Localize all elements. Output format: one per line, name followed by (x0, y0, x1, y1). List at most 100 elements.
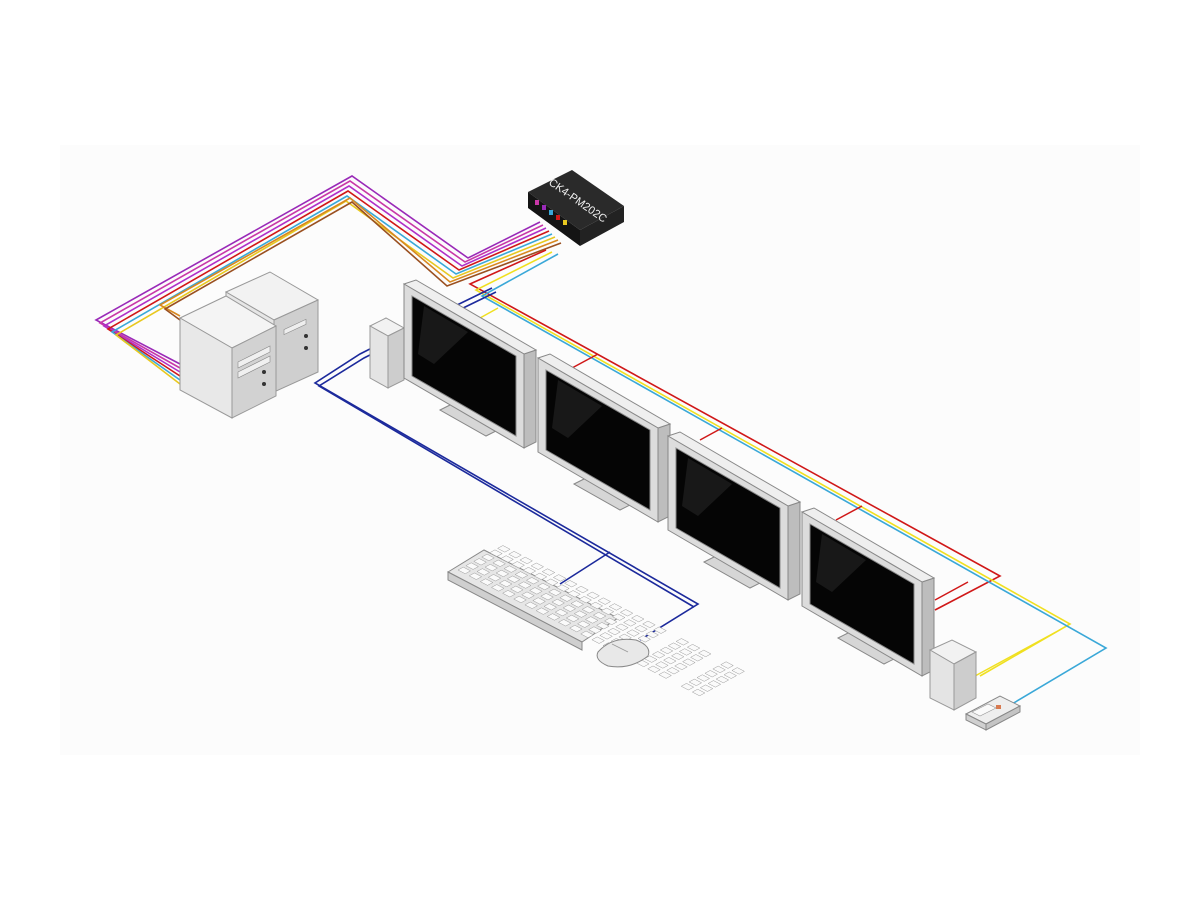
keyboard-key (623, 619, 637, 627)
keyboard-key (573, 610, 588, 618)
tower1-drive-bay-2 (237, 355, 271, 379)
keyboard-key (548, 588, 562, 596)
keyboard-key (586, 591, 600, 599)
keyboard-key (524, 601, 538, 609)
monitor-1 (402, 279, 538, 449)
mouse-body (596, 638, 650, 668)
monitor-screen-glare (552, 380, 602, 438)
connector-speaker-yellow (974, 631, 1057, 677)
kvm-switch-box: CK4-PM202C (528, 170, 624, 246)
computer-tower-1 (178, 295, 278, 419)
keyboard-key (580, 630, 594, 638)
keyboard-key (484, 564, 499, 572)
keyboard-key (533, 572, 548, 581)
monitor-connectors (571, 353, 969, 601)
keyboard-key (670, 652, 685, 660)
keyboard-key (489, 549, 503, 557)
keyboard-key (500, 555, 514, 563)
usb-hub-slot (971, 703, 997, 717)
connector-m2 (571, 353, 599, 369)
cable-cyan-1 (110, 195, 553, 381)
keyboard-key (715, 675, 730, 684)
monitor-screen (809, 523, 915, 665)
keyboard-key (731, 667, 745, 675)
keyboard-key (707, 680, 722, 688)
keyboard-key (659, 646, 674, 655)
keyboard-front (447, 571, 583, 651)
tower2-led (304, 346, 308, 350)
keyboard-key (481, 553, 495, 562)
usb-hub (964, 695, 1022, 731)
keyboard-key (502, 590, 516, 598)
keyboard-key (565, 614, 580, 623)
keyboard-key (543, 603, 558, 611)
keyboard-key (651, 651, 666, 659)
keyboard-key (492, 559, 506, 567)
keyboard-key (588, 626, 602, 634)
tower1-button (262, 370, 266, 374)
keyboard-key (497, 545, 511, 553)
monitor-screen-glare (816, 534, 866, 592)
keyboard-key (554, 609, 569, 617)
usb-hub-side (985, 705, 1021, 731)
speaker-left-front (387, 327, 405, 389)
keyboard-key (712, 665, 726, 674)
connector-m4 (835, 505, 863, 521)
keyboard-key (682, 658, 696, 666)
keyboard-key (611, 613, 626, 621)
mouse-button-split (611, 643, 629, 653)
kvm-front-face (528, 192, 580, 246)
keyboard-key (597, 597, 612, 605)
monitor-4 (800, 507, 936, 677)
keyboard-key (655, 661, 669, 669)
keyboard-key (645, 630, 659, 639)
keyboard-key (575, 585, 589, 594)
keyboard-key (476, 568, 491, 576)
keyboard-key (495, 569, 510, 578)
keyboard-key (468, 572, 483, 580)
speaker-right (928, 639, 978, 711)
keyboard-key (513, 595, 527, 604)
keyboard-key (723, 671, 738, 679)
monitor-bezel-side (523, 349, 537, 449)
keyboard-key (697, 649, 712, 658)
cable-brown-1 (163, 201, 562, 321)
keyboard-key (521, 591, 535, 599)
keyboard-key (678, 648, 693, 656)
port-3 (549, 210, 553, 215)
keyboard-key (663, 657, 677, 665)
keyboard-key (567, 590, 581, 598)
cable-bundle-to-pcs (94, 175, 562, 385)
cable-red-1 (106, 190, 550, 377)
monitor-screen-glare (682, 458, 732, 516)
keyboard-key (557, 619, 572, 627)
cable-magenta-1 (98, 180, 544, 369)
keyboard-key (699, 684, 714, 692)
cable-blue-kbd (559, 551, 611, 585)
keyboard-key (675, 638, 690, 646)
keyboard-key (522, 566, 537, 575)
keyboard-key (535, 607, 550, 615)
keyboard-key (630, 614, 645, 623)
monitor-screen-glare (418, 306, 468, 364)
monitor-row (402, 279, 936, 677)
keyboard-key (517, 581, 532, 589)
keyboard-key (503, 565, 518, 573)
keyboard-key (519, 556, 533, 565)
keyboard-key (592, 612, 607, 620)
kvm-top-face (528, 170, 624, 230)
keyboard-key (666, 667, 680, 675)
keyboard-key (704, 670, 718, 678)
tower1-drive-bay (237, 345, 271, 369)
keyboard-key (607, 627, 621, 636)
keyboard-key (564, 580, 578, 588)
keyboard-key (559, 594, 573, 602)
keyboard-key (643, 655, 658, 663)
speaker-left (368, 317, 406, 389)
keyboard-key (514, 571, 529, 579)
keyboard-key (562, 604, 577, 612)
keyboard-key (608, 603, 623, 611)
keyboard-key (540, 593, 554, 601)
keyboard-key (490, 584, 505, 592)
